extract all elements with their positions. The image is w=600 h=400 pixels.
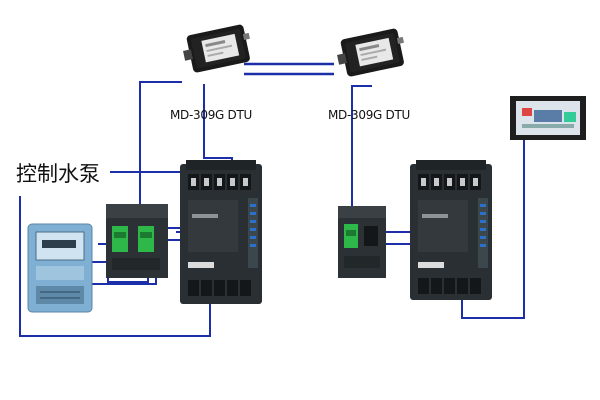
plc-left <box>180 160 262 304</box>
wire-left-dtu-plc <box>203 84 233 170</box>
hmi-panel <box>510 96 586 140</box>
left-controller <box>106 204 168 278</box>
wire-left-dtu-controller <box>139 81 182 224</box>
wire-loop <box>19 196 211 337</box>
pump-control-label: 控制水泵 <box>16 162 100 186</box>
wire-right-dtu-controller <box>351 85 372 210</box>
dtu-left-label: MD-309G DTU <box>170 108 252 122</box>
energy-meter <box>27 223 93 313</box>
right-controller <box>338 206 386 278</box>
plc-right <box>410 160 492 300</box>
wire-plc-hmi <box>461 140 525 319</box>
dtu-right <box>337 28 404 77</box>
dtu-left <box>183 24 250 73</box>
dtu-right-label: MD-309G DTU <box>328 108 410 122</box>
